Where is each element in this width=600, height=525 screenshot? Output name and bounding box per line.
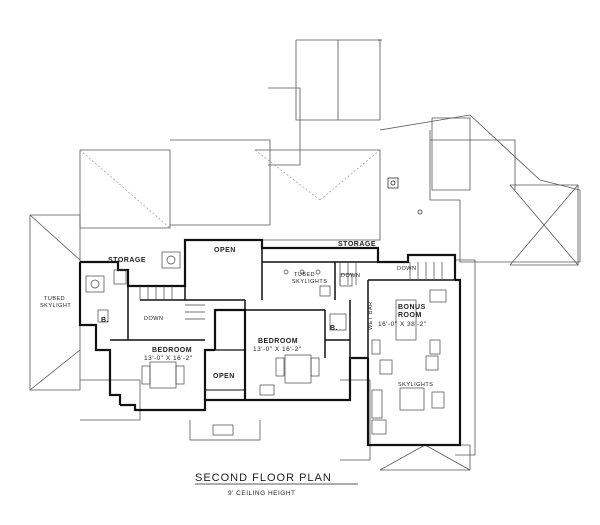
open-top-label: OPEN: [214, 247, 236, 254]
plan-title: SECOND FLOOR PLAN: [195, 472, 332, 484]
bedroom-left-dim: 13'-0" X 16'-2": [144, 355, 193, 362]
plan-title-block: SECOND FLOOR PLAN 9' CEILING HEIGHT: [195, 472, 358, 497]
wet-bar-label: WET BAR: [368, 302, 374, 330]
roof-outline: [29, 39, 581, 471]
storage-right-label: STORAGE: [338, 241, 376, 248]
down-stair-left-label: DOWN: [144, 316, 163, 322]
bonus-room-line1: BONUS: [398, 304, 426, 311]
skylights-label: SKYLIGHTS: [398, 382, 433, 388]
plan-subtitle: 9' CEILING HEIGHT: [228, 490, 296, 497]
bath-left-label: B.: [101, 317, 109, 324]
bath-mid-label: B.: [330, 325, 338, 332]
bonus-room-dim: 16'-0" X 38'-2": [378, 321, 427, 328]
open-bottom-label: OPEN: [213, 373, 235, 380]
tubed-skylight-left-line2: SKYLIGHT: [40, 303, 71, 309]
interior-walls: [110, 240, 455, 391]
fixtures: [85, 251, 447, 441]
bedroom-mid-dim: 13'-0" X 16'-2": [253, 346, 302, 353]
tubed-skylights-line1: TUBED: [294, 272, 315, 278]
bonus-room-label: BONUS ROOM: [398, 304, 428, 319]
room-labels: STORAGE STORAGE OPEN OPEN TUBED SKYLIGHT…: [40, 241, 433, 388]
bedroom-left-label: BEDROOM: [152, 347, 192, 354]
tubed-skylight-left-label: TUBED SKYLIGHT: [40, 296, 71, 309]
bedroom-mid-label: BEDROOM: [258, 338, 298, 345]
down-stair-right-label: DOWN: [397, 266, 416, 272]
tubed-skylight-left-line1: TUBED: [44, 296, 65, 302]
down-stair-mid-label: DOWN: [341, 273, 360, 279]
tubed-skylights-label: TUBED SKYLIGHTS: [292, 272, 327, 285]
bonus-room-line2: ROOM: [398, 312, 422, 319]
tubed-skylights-line2: SKYLIGHTS: [292, 279, 327, 285]
storage-left-label: STORAGE: [108, 257, 146, 264]
